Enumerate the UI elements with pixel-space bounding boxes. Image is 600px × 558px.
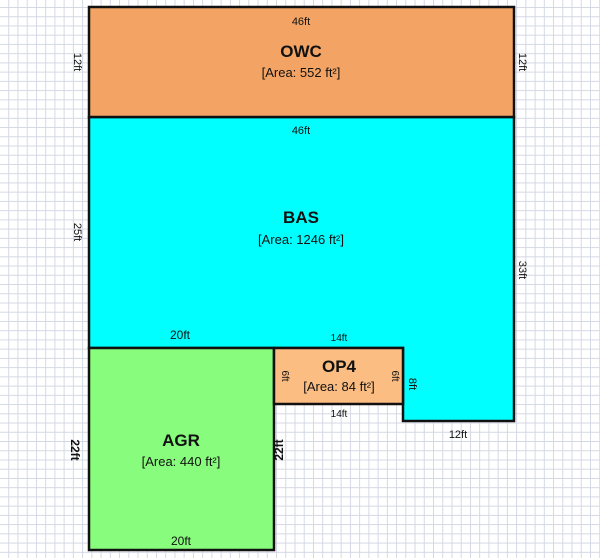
bas-left-dim: 25ft: [71, 223, 83, 241]
agr-name: AGR: [162, 431, 200, 450]
bas-top-dim: 46ft: [292, 125, 310, 137]
owc-area: [Area: 552 ft²]: [262, 65, 341, 80]
bas-step-dim: 8ft: [406, 378, 418, 390]
bas-name: BAS: [283, 208, 319, 227]
owc-name: OWC: [280, 42, 322, 61]
op4-bottom-dim: 14ft: [331, 409, 348, 420]
room-agr[interactable]: [87, 346, 276, 552]
op4-left-dim: 6ft: [279, 370, 290, 381]
op4-right-dim: 6ft: [389, 370, 400, 381]
agr-bottom-dim: 20ft: [171, 534, 192, 548]
bas-area: [Area: 1246 ft²]: [258, 232, 344, 247]
agr-area: [Area: 440 ft²]: [142, 454, 221, 469]
room-op4[interactable]: [272, 346, 405, 406]
agr-right-dim: 22ft: [272, 439, 286, 460]
bas-bottom-left-dim: 20ft: [170, 328, 191, 342]
owc-right-dim: 12ft: [516, 53, 528, 71]
bas-right-dim: 33ft: [516, 261, 528, 279]
owc-left-dim: 12ft: [71, 53, 83, 71]
owc-top-dim: 46ft: [292, 16, 310, 28]
op4-name: OP4: [322, 357, 357, 376]
agr-left-dim: 22ft: [68, 439, 82, 460]
bas-bottom-mid-dim: 14ft: [331, 333, 348, 344]
op4-area: [Area: 84 ft²]: [303, 379, 375, 394]
room-owc[interactable]: [87, 5, 516, 119]
bas-bottom-right-dim: 12ft: [449, 429, 467, 441]
